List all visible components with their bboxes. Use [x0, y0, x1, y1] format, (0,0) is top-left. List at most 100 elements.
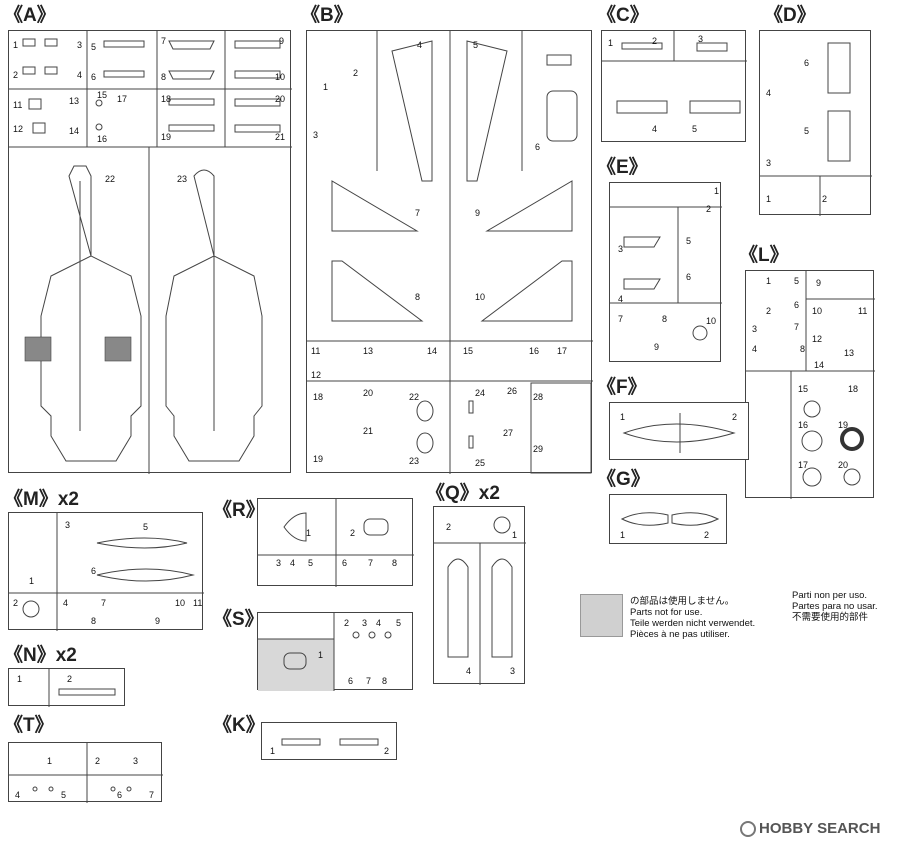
a-part-17: 17: [117, 94, 128, 104]
a-part-10: 10: [275, 72, 286, 82]
s-part-6: 6: [348, 676, 354, 686]
sprue-label-q: 《Q》x2: [426, 483, 500, 504]
sprue-label-b: 《B》: [301, 5, 353, 26]
b-part-3: 3: [313, 130, 319, 140]
r-part-7: 7: [368, 558, 374, 568]
b-part-25: 25: [475, 458, 486, 468]
a-part-15: 15: [97, 90, 108, 100]
l-part-18: 18: [848, 384, 859, 394]
a-part-20: 20: [275, 94, 286, 104]
sprue-label-s: 《S》: [213, 609, 264, 630]
t-part-2: 2: [95, 756, 101, 766]
e-part-10: 10: [706, 316, 717, 326]
f-part-1: 1: [620, 412, 626, 422]
r-part-8: 8: [392, 558, 398, 568]
legend-jp: の部品は使用しません。: [630, 596, 735, 607]
legend-fr: Pièces à ne pas utiliser.: [630, 629, 730, 640]
c-part-5: 5: [692, 124, 698, 134]
sprue-label-d: 《D》: [764, 5, 816, 26]
sprue-s-frame: 1 2 3 4 5 6 7 8: [257, 612, 413, 691]
sprue-c-frame: 1 2 3 4 5: [601, 30, 747, 142]
m-part-3: 3: [65, 520, 71, 530]
l-part-17: 17: [798, 460, 809, 470]
sprue-r-frame: 1 2 3 4 5 6 7 8: [257, 498, 414, 587]
d-part-2: 2: [822, 194, 828, 204]
legend-cn: 不需要使用的部件: [792, 612, 869, 623]
sprue-label-k: 《K》: [213, 715, 265, 736]
a-part-11: 11: [13, 100, 23, 110]
q-part-2: 2: [446, 522, 452, 532]
g-part-1: 1: [620, 530, 626, 540]
e-part-5: 5: [686, 236, 692, 246]
legend-col2: Parti non per uso. Partes para no usar. …: [792, 590, 878, 623]
l-part-2: 2: [766, 306, 772, 316]
sprue-label-m: 《M》x2: [4, 489, 79, 510]
t-part-4: 4: [15, 790, 21, 800]
sprue-k-frame: 1 2: [261, 722, 397, 760]
b-part-6: 6: [535, 142, 541, 152]
b-part-10: 10: [475, 292, 486, 302]
q-part-1: 1: [512, 530, 518, 540]
e-part-7: 7: [618, 314, 624, 324]
legend-en: Parts not for use.: [630, 607, 703, 618]
a-part-16: 16: [97, 134, 108, 144]
e-part-2: 2: [706, 204, 712, 214]
sprue-e-drawing: [610, 206, 722, 341]
a-part-12: 12: [13, 124, 24, 134]
m-part-10: 10: [175, 598, 186, 608]
a-part-5: 5: [91, 42, 97, 52]
l-part-6: 6: [794, 300, 800, 310]
sprue-r-drawing: [258, 499, 414, 587]
sprue-label-r: 《R》: [213, 500, 265, 521]
m-part-6: 6: [91, 566, 97, 576]
k-part-1: 1: [270, 746, 276, 756]
r-part-6: 6: [342, 558, 348, 568]
a-part-13: 13: [69, 96, 80, 106]
l-part-5: 5: [794, 276, 800, 286]
l-part-3: 3: [752, 324, 758, 334]
d-part-1: 1: [766, 194, 772, 204]
sprue-g-frame: 1 2: [609, 494, 727, 544]
unused-parts-swatch: [580, 594, 623, 637]
s-part-8: 8: [382, 676, 388, 686]
sprue-f-frame: 1 2: [609, 402, 749, 460]
d-part-6: 6: [804, 58, 810, 68]
b-part-29: 29: [533, 444, 544, 454]
f-part-2: 2: [732, 412, 738, 422]
sprue-q-frame: 1 2 3 4: [433, 506, 526, 685]
a-part-14: 14: [69, 126, 80, 136]
b-part-24: 24: [475, 388, 486, 398]
e-part-9: 9: [654, 342, 660, 352]
sprue-label-a: 《A》: [4, 5, 56, 26]
sprue-c-drawing: [602, 31, 747, 114]
r-part-4: 4: [290, 558, 296, 568]
l-part-8: 8: [800, 344, 806, 354]
t-part-3: 3: [133, 756, 139, 766]
b-part-19: 19: [313, 454, 324, 464]
a-part-9: 9: [279, 36, 285, 46]
r-part-1: 1: [306, 528, 312, 538]
n-part-1: 1: [17, 674, 23, 684]
b-part-15: 15: [463, 346, 474, 356]
c-part-3: 3: [698, 34, 704, 44]
t-part-6: 6: [117, 790, 123, 800]
l-part-19: 19: [838, 420, 849, 430]
sprue-f-drawing: [622, 413, 736, 453]
m-part-8: 8: [91, 616, 97, 626]
b-part-5: 5: [473, 40, 479, 50]
b-part-1: 1: [323, 82, 329, 92]
b-part-23: 23: [409, 456, 420, 466]
sprue-label-n: 《N》x2: [4, 645, 77, 666]
legend-col1: の部品は使用しません。 Parts not for use. Teile wer…: [630, 596, 755, 640]
l-part-13: 13: [844, 348, 855, 358]
l-part-4: 4: [752, 344, 758, 354]
b-part-9: 9: [475, 208, 481, 218]
b-part-2: 2: [353, 68, 359, 78]
hobby-search-watermark: HOBBY SEARCH: [740, 820, 880, 838]
a-part-6: 6: [91, 72, 97, 82]
sprue-b-drawing: [307, 31, 593, 474]
b-part-16: 16: [529, 346, 540, 356]
b-part-26: 26: [507, 386, 518, 396]
a-part-19: 19: [161, 132, 172, 142]
b-part-18: 18: [313, 392, 324, 402]
